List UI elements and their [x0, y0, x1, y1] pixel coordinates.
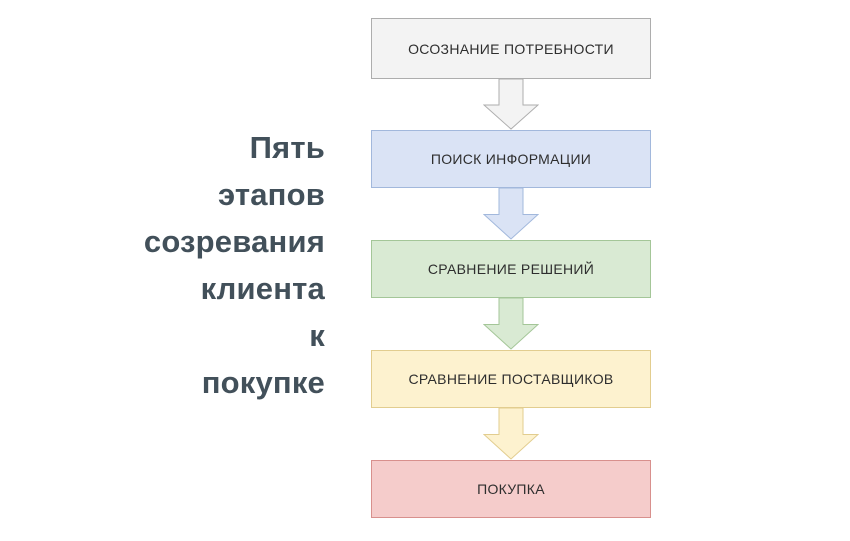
- stage-label: ОСОЗНАНИЕ ПОТРЕБНОСТИ: [408, 40, 614, 57]
- arrow-down-icon: [483, 298, 539, 350]
- stage-label: СРАВНЕНИЕ РЕШЕНИЙ: [427, 261, 595, 277]
- stage-box-purchase: ПОКУПКА: [371, 460, 651, 518]
- stage-box-vendor-comparison: СРАВНЕНИЕ ПОСТАВЩИКОВ: [371, 350, 651, 408]
- stage-label: ПОИСК ИНФОРМАЦИИ: [430, 151, 592, 167]
- title-line: к: [309, 318, 325, 353]
- title-line: созревания: [143, 224, 325, 259]
- title-line: клиента: [200, 271, 325, 306]
- stage-box-solution-comparison: СРАВНЕНИЕ РЕШЕНИЙ: [371, 240, 651, 298]
- stage-label: СРАВНЕНИЕ ПОСТАВЩИКОВ: [408, 371, 614, 387]
- title-line: этапов: [217, 177, 325, 212]
- stage-label: ПОКУПКА: [477, 481, 545, 497]
- title-line: покупке: [201, 365, 325, 400]
- stage-box-need-recognition: ОСОЗНАНИЕ ПОТРЕБНОСТИ: [371, 18, 651, 79]
- arrow-down-icon: [483, 79, 539, 130]
- arrow-down-icon: [483, 188, 539, 240]
- diagram-title: Пять этапов созревания клиента к покупке: [0, 124, 325, 406]
- arrow-down-icon: [483, 408, 539, 460]
- stage-box-information-search: ПОИСК ИНФОРМАЦИИ: [371, 130, 651, 188]
- title-line: Пять: [249, 130, 325, 165]
